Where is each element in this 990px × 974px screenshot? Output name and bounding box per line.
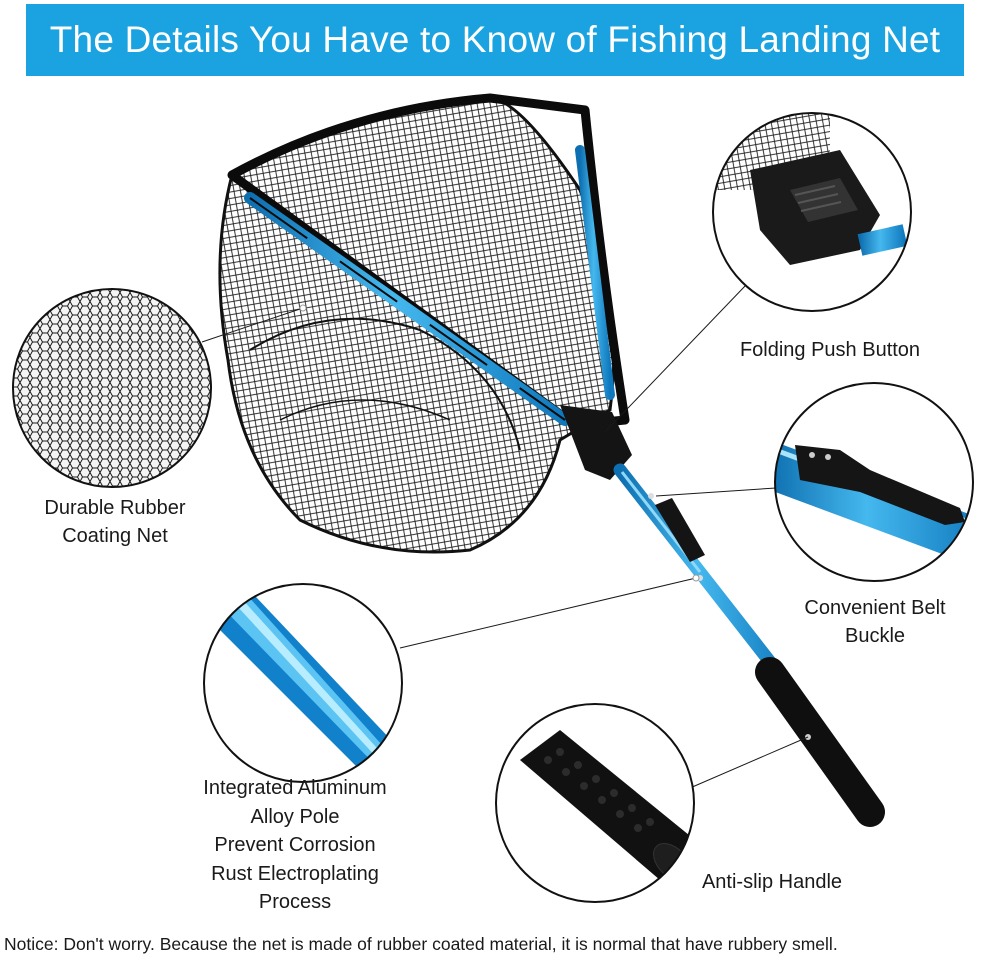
label-buckle-line-2: Buckle [844, 625, 906, 647]
detail-circle-button [712, 112, 912, 312]
detail-circle-buckle [774, 382, 974, 582]
label-pole: Integrated Aluminum Alloy Pole Prevent C… [170, 774, 420, 917]
label-net-line-2: Coating Net [62, 525, 168, 547]
title-banner: The Details You Have to Know of Fishing … [26, 4, 964, 76]
label-pole-line-4: Rust Electroplating [211, 862, 379, 885]
pole-handle [755, 657, 885, 827]
detail-circle-pole [203, 583, 403, 783]
net-bag [218, 96, 616, 554]
label-net: Durable Rubber Coating Net [10, 494, 220, 550]
label-handle-line-1: Anti-slip Handle [701, 871, 843, 893]
detail-circle-handle [495, 703, 695, 903]
label-button: Folding Push Button [700, 336, 960, 364]
callout-lines [201, 284, 809, 789]
label-pole-line-2: Alloy Pole [250, 805, 340, 828]
label-button-line-1: Folding Push Button [739, 339, 921, 361]
detail-circle-net [12, 288, 212, 488]
notice-text: Notice: Don't worry. Because the net is … [4, 934, 838, 954]
label-net-line-1: Durable Rubber [44, 497, 186, 519]
label-handle: Anti-slip Handle [672, 868, 872, 896]
label-buckle: Convenient Belt Buckle [760, 594, 990, 650]
landing-net [218, 93, 885, 827]
net-frame [227, 93, 630, 430]
banner-title: The Details You Have to Know of Fishing … [49, 19, 941, 60]
label-pole-line-3: Prevent Corrosion [214, 834, 376, 856]
label-pole-line-1: Integrated Aluminum [203, 777, 387, 799]
label-buckle-line-1: Convenient Belt [804, 597, 946, 619]
label-pole-line-5: Process [258, 891, 332, 913]
